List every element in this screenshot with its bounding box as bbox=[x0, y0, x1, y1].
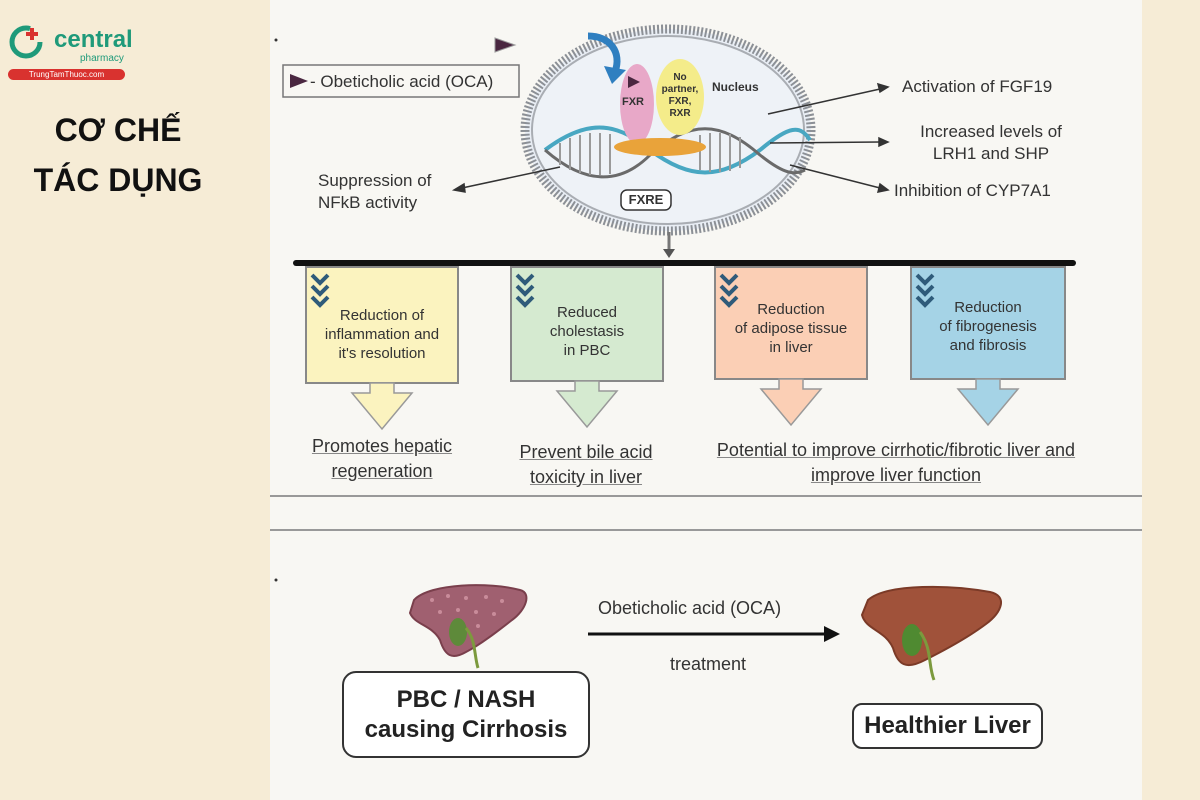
after-box: Healthier Liver bbox=[852, 703, 1043, 749]
chevron-down-icon bbox=[515, 284, 535, 297]
brand-url[interactable]: TrungTamThuoc.com bbox=[8, 69, 125, 80]
legend-box bbox=[282, 64, 520, 98]
chevron-down-icon bbox=[515, 273, 535, 286]
partner-receptor bbox=[656, 59, 704, 135]
chevron-down-icon bbox=[719, 273, 739, 286]
fxre-label: FXRE bbox=[628, 192, 664, 207]
effects-bar bbox=[293, 260, 1076, 266]
effect-box-3 bbox=[714, 266, 868, 380]
oca-bound-icon bbox=[628, 76, 640, 88]
brand-name: central bbox=[54, 26, 133, 53]
chevron-down-icon bbox=[915, 284, 935, 297]
healthy-liver-icon bbox=[860, 585, 1002, 681]
effect-arrow-2 bbox=[555, 380, 619, 429]
chevron-down-icon bbox=[719, 284, 739, 297]
chevron-down-icon bbox=[310, 284, 330, 297]
fxre-box bbox=[620, 189, 672, 211]
fxr-label: FXR bbox=[622, 96, 644, 108]
chevron-down-icon bbox=[915, 273, 935, 286]
callout-cyp7a1: Inhibition of CYP7A1 bbox=[894, 181, 1051, 200]
chevron-down-icon bbox=[310, 273, 330, 286]
effect-arrow-1 bbox=[350, 382, 414, 431]
effect-box-4 bbox=[910, 266, 1066, 380]
drug-label: Obeticholic acid (OCA) bbox=[598, 598, 782, 618]
effect-box-2 bbox=[510, 266, 664, 382]
dna-strand bbox=[543, 125, 812, 175]
oca-icon bbox=[494, 37, 517, 53]
effect-arrow-4 bbox=[956, 378, 1020, 427]
chevron-down-icon bbox=[310, 295, 330, 308]
central-logo-icon bbox=[9, 25, 43, 59]
side-title-line-2: TÁC DỤNG bbox=[33, 162, 203, 198]
brand-sub: pharmacy bbox=[80, 53, 124, 64]
treatment-label: treatment bbox=[670, 654, 747, 674]
legend-label: - Obeticholic acid (OCA) bbox=[310, 72, 494, 91]
nucleus-label: Nucleus bbox=[712, 80, 759, 94]
chevron-down-icon bbox=[515, 295, 535, 308]
outcome-cirrhotic: Potential to improve cirrhotic/fibrotic … bbox=[716, 440, 1076, 485]
chevron-down-icon bbox=[915, 295, 935, 308]
entry-arrow-icon bbox=[587, 32, 621, 74]
side-title-line-1: CƠ CHẾ bbox=[54, 112, 182, 148]
callout-fgf19: Activation of FGF19 bbox=[902, 77, 1053, 96]
cirrhotic-liver-icon bbox=[408, 584, 528, 669]
chevron-down-icon bbox=[719, 295, 739, 308]
effect-arrow-3 bbox=[759, 378, 823, 427]
effect-box-1 bbox=[305, 266, 459, 384]
